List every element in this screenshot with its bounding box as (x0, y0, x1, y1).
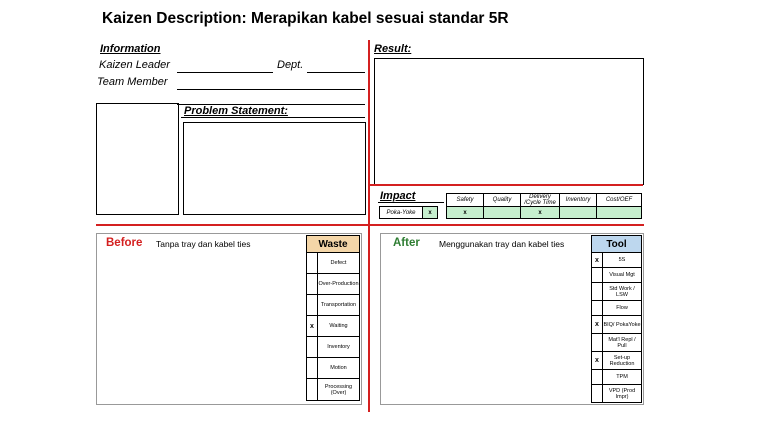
waste-heading: Waste (306, 235, 360, 253)
result-box[interactable] (374, 58, 644, 185)
impact-col-safety: Safety (446, 193, 484, 207)
impact-mark-safety[interactable]: x (446, 206, 484, 219)
waste-label: Over-Production (317, 273, 360, 295)
result-heading: Result: (374, 43, 412, 55)
waste-mark[interactable] (306, 378, 318, 401)
tool-mark[interactable] (591, 333, 603, 352)
impact-mark-quality[interactable] (483, 206, 521, 219)
tool-mark[interactable]: x (591, 351, 603, 370)
tool-label: VPD (Prod Impr) (602, 384, 642, 403)
waste-mark[interactable] (306, 336, 318, 358)
waste-label: Inventory (317, 336, 360, 358)
tool-label: TPM (602, 369, 642, 385)
tool-label: Set-up Reduction (602, 351, 642, 370)
waste-label: Transportation (317, 294, 360, 316)
team-member-label: Team Member (97, 76, 168, 88)
dept-label: Dept. (277, 59, 304, 71)
before-panel (96, 233, 362, 405)
problem-statement-underline (181, 117, 365, 118)
impact-col-quality: Quality (483, 193, 521, 207)
waste-table: Waste Defect Over-Production Transportat… (306, 235, 360, 401)
waste-mark[interactable] (306, 294, 318, 316)
kaizen-leader-label: Kaizen Leader (99, 59, 170, 71)
poka-yoke-table: Poka-Yoke x (379, 206, 438, 219)
tool-mark[interactable]: x (591, 315, 603, 334)
page-title: Kaizen Description: Merapikan kabel sesu… (102, 10, 509, 27)
after-description: Menggunakan tray dan kabel ties (439, 239, 565, 249)
waste-label: Waiting (317, 315, 360, 337)
result-impact-divider (369, 184, 643, 186)
impact-col-delivery: Delivery /Cycle Time (520, 193, 560, 207)
waste-label: Defect (317, 252, 360, 274)
impact-mark-cost[interactable] (596, 206, 642, 219)
tool-mark[interactable]: x (591, 252, 603, 268)
poka-yoke-mark[interactable]: x (422, 206, 438, 219)
tool-label: Std Work / LSW (602, 282, 642, 301)
information-heading: Information (100, 43, 161, 55)
poka-yoke-label: Poka-Yoke (379, 206, 423, 219)
section-divider (96, 224, 644, 226)
waste-mark[interactable] (306, 273, 318, 295)
tool-mark[interactable] (591, 384, 603, 403)
tool-mark[interactable] (591, 267, 603, 283)
impact-table: Safety Quality Delivery /Cycle Time Inve… (446, 193, 642, 219)
before-description: Tanpa tray dan kabel ties (156, 239, 251, 249)
tool-label: 5S (602, 252, 642, 268)
vertical-divider (368, 40, 370, 412)
team-member-field-2[interactable] (177, 104, 365, 105)
impact-col-inventory: Inventory (559, 193, 597, 207)
problem-statement-heading: Problem Statement: (184, 105, 288, 117)
problem-statement-box[interactable] (183, 122, 366, 215)
tool-mark[interactable] (591, 300, 603, 316)
waste-mark[interactable] (306, 252, 318, 274)
impact-mark-delivery[interactable]: x (520, 206, 560, 219)
tool-mark[interactable] (591, 369, 603, 385)
tool-label: Mat'l Repl / Pull (602, 333, 642, 352)
tool-mark[interactable] (591, 282, 603, 301)
waste-label: Processing (Over) (317, 378, 360, 401)
impact-underline (378, 202, 444, 203)
dept-field[interactable] (307, 72, 365, 73)
kaizen-leader-field[interactable] (177, 72, 273, 73)
tool-label: Flow (602, 300, 642, 316)
impact-mark-inventory[interactable] (559, 206, 597, 219)
waste-mark[interactable] (306, 357, 318, 379)
after-label: After (393, 237, 420, 249)
waste-label: Motion (317, 357, 360, 379)
after-panel (380, 233, 644, 405)
tool-label: BIQ/ PokaYoke (602, 315, 642, 334)
impact-col-cost: Cost/OEF (596, 193, 642, 207)
photo-box (96, 103, 179, 215)
waste-mark[interactable]: x (306, 315, 318, 337)
impact-heading: Impact (380, 190, 416, 202)
tool-label: Visual Mgt (602, 267, 642, 283)
team-member-field-1[interactable] (177, 89, 365, 90)
before-label: Before (106, 237, 143, 249)
tool-heading: Tool (591, 235, 642, 253)
